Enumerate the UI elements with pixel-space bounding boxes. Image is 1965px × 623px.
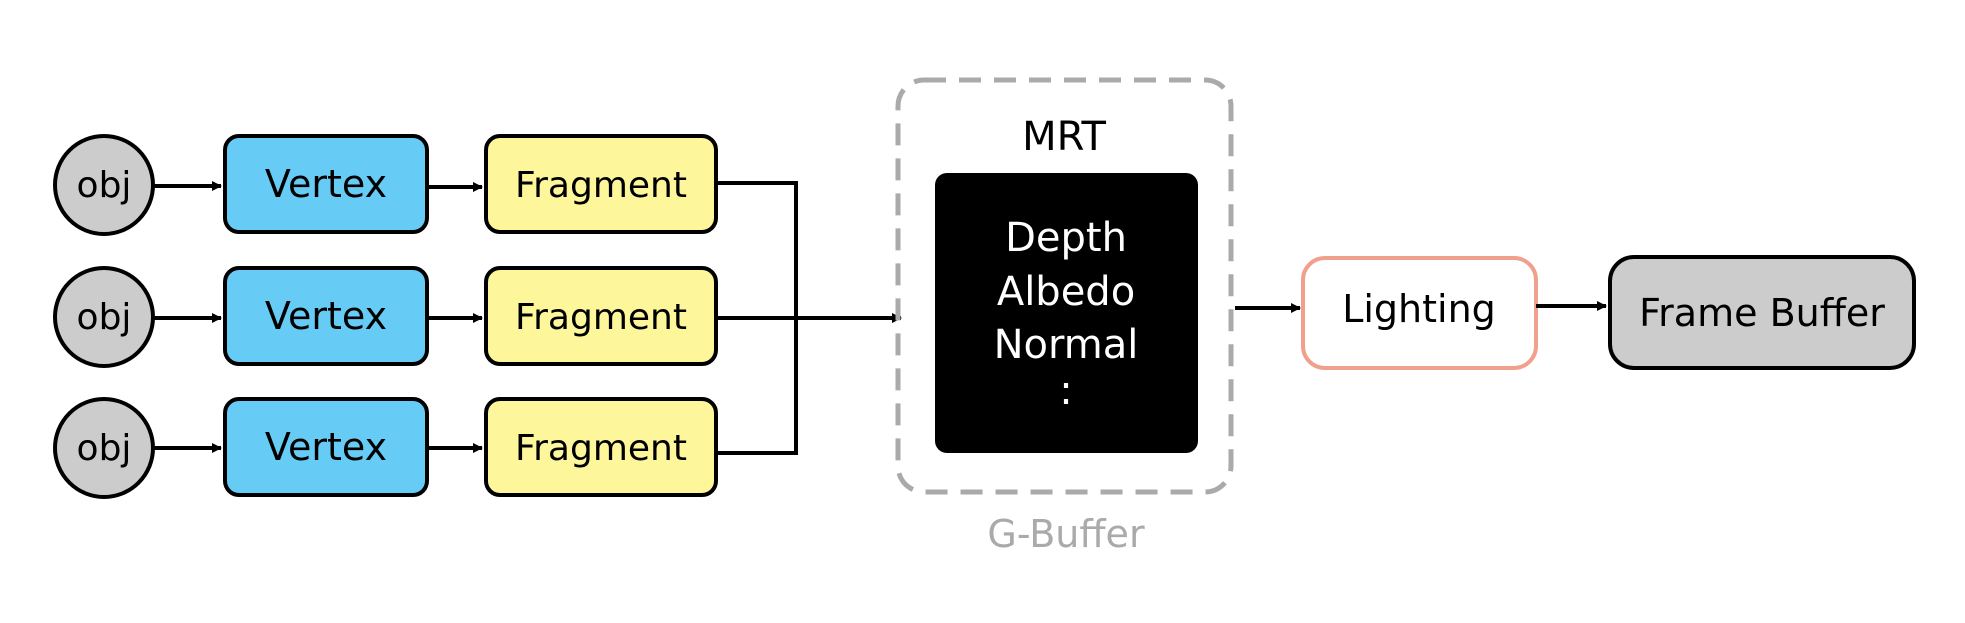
fragment-label: Fragment bbox=[515, 428, 687, 469]
vertex-label: Vertex bbox=[265, 425, 387, 469]
vertex-shader-box bbox=[223, 134, 429, 234]
pipeline-row-2: obj Vertex Fragment bbox=[53, 266, 718, 368]
object-label: obj bbox=[77, 165, 132, 206]
fragment-label: Fragment bbox=[515, 165, 687, 206]
lighting-box bbox=[1301, 256, 1538, 370]
mrt-target-albedo: Albedo bbox=[997, 269, 1135, 315]
object-label: obj bbox=[77, 297, 132, 338]
vertex-label: Vertex bbox=[265, 162, 387, 206]
lighting-label: Lighting bbox=[1342, 287, 1496, 331]
fragment-shader-box bbox=[484, 397, 718, 497]
object-label: obj bbox=[77, 428, 132, 469]
mrt-target-depth: Depth bbox=[1005, 215, 1127, 261]
gbuffer-group bbox=[895, 77, 1234, 495]
vertex-label: Vertex bbox=[265, 294, 387, 338]
gbuffer-caption: G-Buffer bbox=[987, 512, 1145, 556]
framebuffer-label: Frame Buffer bbox=[1639, 291, 1885, 335]
mrt-target-normal: Normal bbox=[994, 322, 1139, 368]
pipeline-row-1: obj Vertex Fragment bbox=[53, 134, 718, 236]
mrt-block bbox=[935, 173, 1198, 453]
mrt-title: MRT bbox=[1022, 114, 1106, 160]
framebuffer-box bbox=[1608, 255, 1916, 370]
pipeline-row-3: obj Vertex Fragment bbox=[53, 397, 718, 499]
mrt-target-ellipsis: : bbox=[1059, 368, 1072, 414]
merge-connector bbox=[716, 181, 798, 455]
fragment-label: Fragment bbox=[515, 297, 687, 338]
